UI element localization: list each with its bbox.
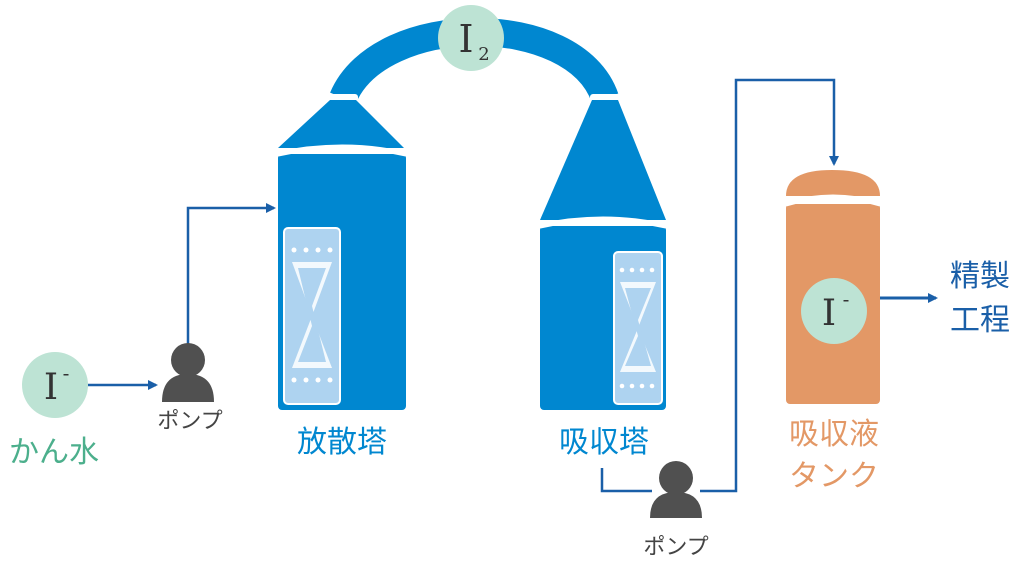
absorption-tower-label: 吸収塔 [559,425,649,460]
absorption-packing-dots [619,267,655,389]
absorption-tower-cap [539,216,667,229]
svg-text:I: I [44,367,58,408]
svg-text:I: I [458,17,473,61]
flow-absorption-to-pump [600,468,652,493]
stripping-tower-cone [278,100,404,148]
svg-text:-: - [843,287,850,311]
pump-bottom-label: ポンプ [643,535,708,560]
pump-icon [650,461,702,518]
tank-dome [786,170,880,196]
iodide-badge-tank: I - [801,278,867,344]
flow-pump-to-stripping-tower [186,203,276,346]
iodine-badge: I 2 [438,5,504,71]
stripping-packing-hourglass-inner [298,268,326,362]
absorption-tower-cone [540,100,666,220]
iodide-badge-brine: I - [22,352,88,418]
absorption-tower [539,100,667,410]
svg-text:I: I [822,293,836,334]
absorption-packing-hourglass-inner [625,288,651,366]
flow-pump-to-tank [700,78,839,493]
stripping-tower-cap [277,144,407,157]
refining-label-line1: 精製 [950,259,1010,294]
stripping-tower-label: 放散塔 [297,425,387,460]
svg-text:2: 2 [478,44,489,65]
brine-label: かん水 [9,435,99,470]
tank-label-line1: 吸収液 [789,417,879,452]
tank-seam [785,194,881,207]
pump-icon [162,343,214,402]
refining-label-line2: 工程 [950,303,1010,338]
pump-left-label: ポンプ [157,409,222,434]
svg-text:-: - [63,361,70,385]
tank-label-line2: タンク [789,459,879,494]
stripping-tower [277,100,407,410]
stripping-packing-dots [291,247,333,383]
